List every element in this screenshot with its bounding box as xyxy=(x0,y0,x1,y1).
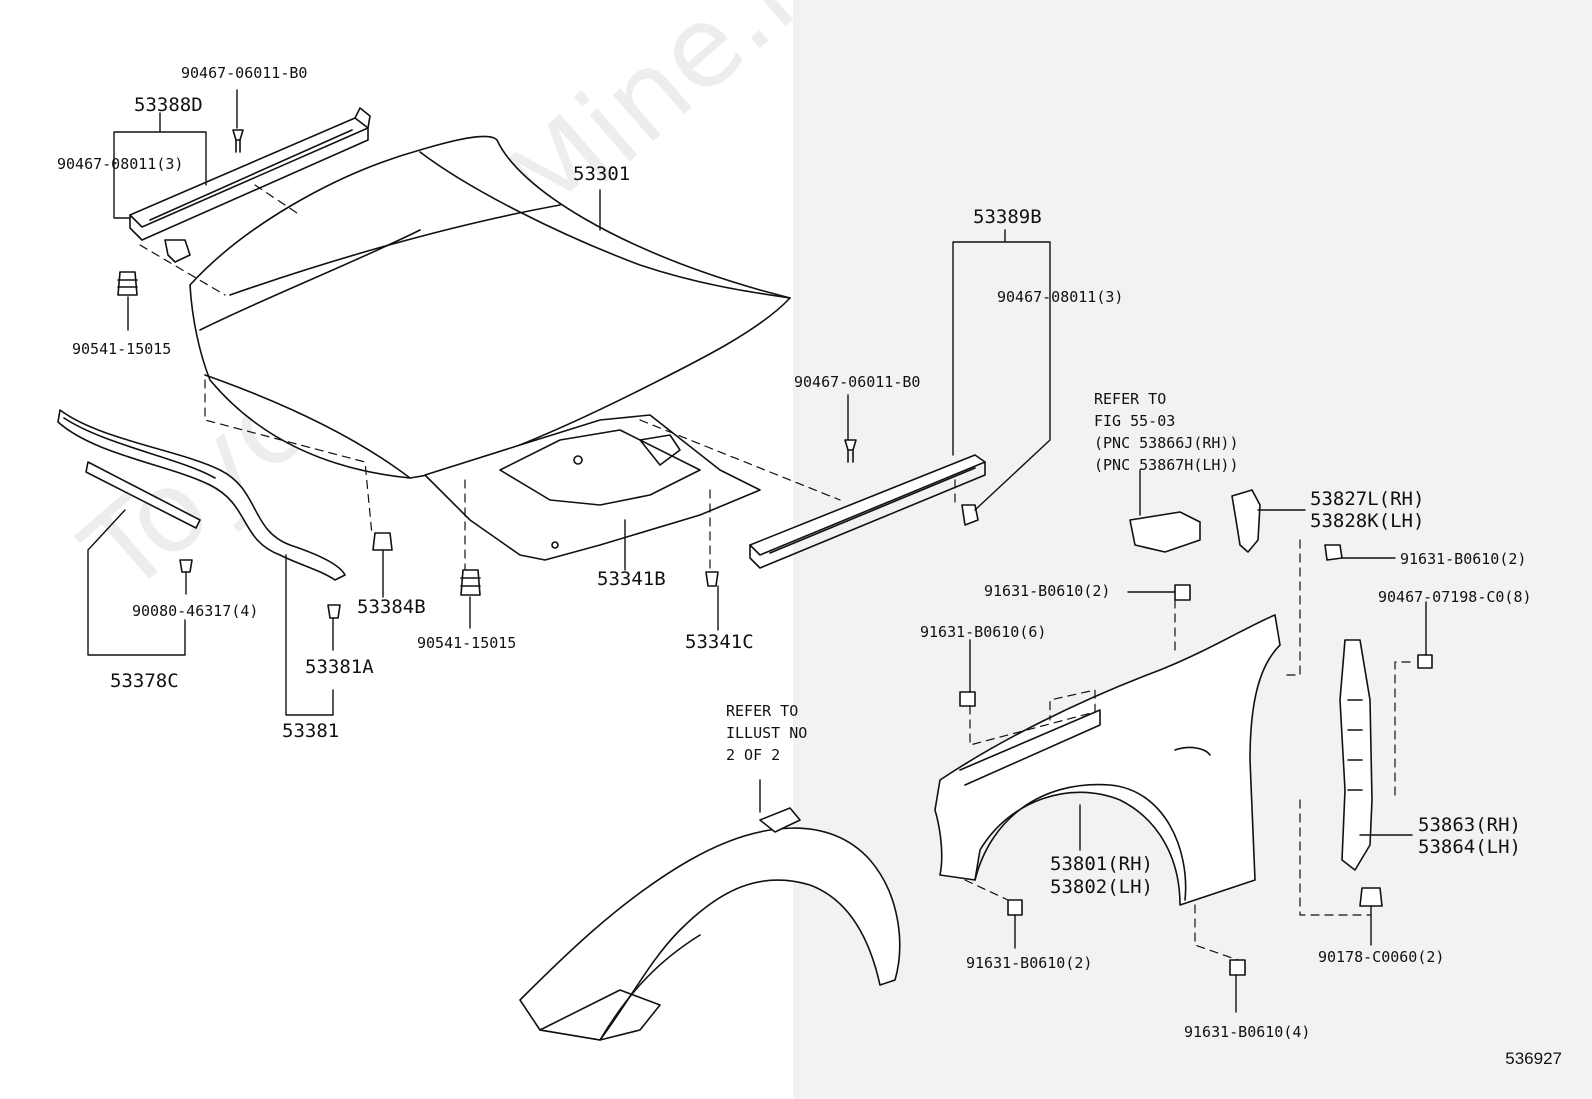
clip-mid xyxy=(844,439,857,463)
label-53801: 53801(RH) xyxy=(1050,853,1153,875)
dashed-lines xyxy=(139,184,1411,961)
cushion-left xyxy=(117,271,138,296)
figure-number: 536927 xyxy=(1505,1049,1562,1068)
label-53341c: 53341C xyxy=(685,631,754,653)
label-53389b: 53389B xyxy=(973,206,1042,228)
label-91631-b0610-2-a: 91631-B0610(2) xyxy=(1400,550,1527,568)
cushion-mid xyxy=(460,569,481,596)
bolt-e xyxy=(1229,959,1246,976)
label-90541-15015-mid: 90541-15015 xyxy=(417,634,517,652)
bracket-53827l xyxy=(1231,489,1261,553)
label-53388d: 53388D xyxy=(134,94,203,116)
label-90080-46317-4: 90080-46317(4) xyxy=(132,602,259,620)
bolt-c xyxy=(959,691,976,707)
clip-top-left xyxy=(232,129,244,153)
label-90178-c0060-2: 90178-C0060(2) xyxy=(1318,948,1445,966)
bolt-b xyxy=(1174,584,1191,601)
label-91631-b0610-6: 91631-B0610(6) xyxy=(920,623,1047,641)
refer-fig-line4: (PNC 53867H(LH)) xyxy=(1094,456,1239,474)
clip-90467-07198 xyxy=(1417,654,1433,669)
refer-illust-line2: ILLUST NO xyxy=(726,724,808,742)
seal-53389b xyxy=(749,454,986,569)
bracket-53866 xyxy=(1129,511,1201,553)
label-53381a: 53381A xyxy=(305,656,374,678)
right-panel-background xyxy=(793,0,1592,1099)
cushion-53384b xyxy=(372,532,393,551)
fender-53801 xyxy=(934,614,1281,906)
label-91631-b0610-2-c: 91631-B0610(2) xyxy=(966,954,1093,972)
label-90541-15015-left: 90541-15015 xyxy=(72,340,172,358)
label-53828k: 53828K(LH) xyxy=(1310,510,1425,532)
bolt-a xyxy=(1324,544,1343,561)
clip-90080 xyxy=(179,559,193,573)
label-91631-b0610-2-b: 91631-B0610(2) xyxy=(984,582,1111,600)
seal-53388d xyxy=(129,107,371,263)
label-90467-07198-c0-8: 90467-07198-C0(8) xyxy=(1378,588,1532,606)
label-53827l: 53827L(RH) xyxy=(1310,488,1425,510)
hood-53301 xyxy=(189,135,791,561)
seal-53863 xyxy=(1339,639,1373,871)
refer-fig-line3: (PNC 53866J(RH)) xyxy=(1094,434,1239,452)
refer-fig-line2: FIG 55-03 xyxy=(1094,412,1176,430)
label-53802: 53802(LH) xyxy=(1050,876,1153,898)
label-53341b: 53341B xyxy=(597,568,666,590)
label-53378c: 53378C xyxy=(110,670,179,692)
bolt-d xyxy=(1007,899,1023,916)
seal-53378c xyxy=(85,461,201,529)
label-90467-08011-3-left: 90467-08011(3) xyxy=(57,155,184,173)
label-90467-06011-b0-mid: 90467-06011-B0 xyxy=(794,373,921,391)
label-53863: 53863(RH) xyxy=(1418,814,1521,836)
label-53384b: 53384B xyxy=(357,596,426,618)
label-91631-b0610-4: 91631-B0610(4) xyxy=(1184,1023,1311,1041)
label-53864: 53864(LH) xyxy=(1418,836,1521,858)
clip-53341c xyxy=(705,571,719,587)
fender-liner xyxy=(519,807,901,1041)
refer-illust-line1: REFER TO xyxy=(726,702,799,720)
refer-fig-line1: REFER TO xyxy=(1094,390,1167,408)
label-53381: 53381 xyxy=(282,720,340,742)
clip-53381a xyxy=(327,604,341,619)
label-53301: 53301 xyxy=(573,163,631,185)
clip-90178 xyxy=(1359,887,1383,907)
label-90467-06011-b0-top: 90467-06011-B0 xyxy=(181,64,308,82)
support-53381 xyxy=(57,409,346,581)
label-90467-08011-3-right: 90467-08011(3) xyxy=(997,288,1124,306)
refer-illust-line3: 2 OF 2 xyxy=(726,746,781,764)
leader-lines xyxy=(87,89,1427,1013)
